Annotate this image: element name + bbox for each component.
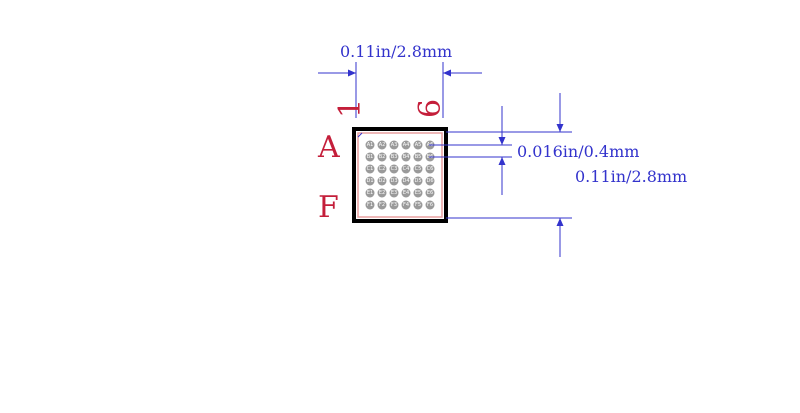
ball-pad-f1 [365, 200, 375, 210]
ball-pad-c1 [365, 164, 375, 174]
ball-pad-label: B4 [403, 154, 410, 160]
ball-pad-label: D1 [366, 178, 373, 184]
ball-pad-label: C6 [427, 166, 434, 172]
ball-pad-e2 [377, 188, 387, 198]
pin1-marker [357, 132, 363, 138]
ball-pad-label: F5 [415, 202, 421, 208]
ball-pad-label: F4 [403, 202, 409, 208]
column-last-label: 6 [413, 99, 448, 118]
ball-pad-c4 [401, 164, 411, 174]
ball-pad-label: F3 [391, 202, 397, 208]
ball-pad-label: D2 [378, 178, 385, 184]
ball-pad-e5 [413, 188, 423, 198]
ball-pad-e6 [425, 188, 435, 198]
ball-pad-f2 [377, 200, 387, 210]
ball-pad-f3 [389, 200, 399, 210]
ball-pad-d3 [389, 176, 399, 186]
ball-pad-label: E2 [379, 190, 385, 196]
top-width-dimension [318, 62, 482, 118]
ball-pad-label: A5 [415, 142, 422, 148]
row-first-label: A [317, 130, 340, 165]
ball-pad-label: A2 [379, 142, 386, 148]
ball-pad-label: D6 [426, 178, 433, 184]
ball-pad-label: F2 [379, 202, 385, 208]
pitch-label: 0.016in/0.4mm [517, 142, 639, 161]
ball-pad-label: F6 [427, 202, 433, 208]
row-last-label: F [318, 190, 339, 225]
ball-pad-label: C2 [379, 166, 386, 172]
ball-pad-label: A1 [367, 142, 374, 148]
ball-pad-b2 [377, 152, 387, 162]
ball-pad-b3 [389, 152, 399, 162]
ball-pad-label: E1 [367, 190, 373, 196]
courtyard-outline [357, 132, 443, 218]
ball-pad-f6 [425, 200, 435, 210]
ball-pad-d5 [413, 176, 423, 186]
ball-pad-label: C3 [391, 166, 398, 172]
ball-pad-a4 [401, 140, 411, 150]
ball-pad-c2 [377, 164, 387, 174]
column-first-label: 1 [333, 99, 368, 118]
ball-pad-e3 [389, 188, 399, 198]
ball-pad-d2 [377, 176, 387, 186]
ball-pad-e1 [365, 188, 375, 198]
ball-pad-f4 [401, 200, 411, 210]
ball-pad-label: B5 [415, 154, 422, 160]
ball-pad-label: E6 [427, 190, 433, 196]
ball-pad-label: D5 [414, 178, 421, 184]
ball-pad-b4 [401, 152, 411, 162]
ball-pad-b5 [413, 152, 423, 162]
right-height-dimension [446, 93, 572, 257]
pitch-dimension [429, 106, 512, 195]
ball-pad-d6 [425, 176, 435, 186]
ball-pad-f5 [413, 200, 423, 210]
ball-pad-b1 [365, 152, 375, 162]
ball-pad-c5 [413, 164, 423, 174]
ball-pad-a3 [389, 140, 399, 150]
ball-pad-label: F1 [367, 202, 373, 208]
ball-pad-a2 [377, 140, 387, 150]
top-width-label: 0.11in/2.8mm [340, 42, 452, 61]
ball-pad-label: C5 [415, 166, 422, 172]
ball-pad-a1 [365, 140, 375, 150]
ball-pad-label: B2 [379, 154, 386, 160]
ball-pad-label: A3 [391, 142, 398, 148]
ball-pad-label: D3 [390, 178, 397, 184]
ball-pad-label: E3 [391, 190, 397, 196]
ball-pad-e4 [401, 188, 411, 198]
ball-pad-label: A4 [403, 142, 410, 148]
ball-pad-label: E4 [403, 190, 409, 196]
ball-pad-label: C1 [367, 166, 374, 172]
ball-pad-label: C4 [403, 166, 410, 172]
ball-pad-c3 [389, 164, 399, 174]
ball-pad-d4 [401, 176, 411, 186]
right-height-label: 0.11in/2.8mm [575, 167, 687, 186]
ball-pad-label: E5 [415, 190, 421, 196]
ball-pad-d1 [365, 176, 375, 186]
ball-pad-a5 [413, 140, 423, 150]
ball-pad-c6 [425, 164, 435, 174]
ball-pad-label: D4 [402, 178, 409, 184]
ball-pad-label: B3 [391, 154, 398, 160]
ball-pad-label: B1 [367, 154, 374, 160]
